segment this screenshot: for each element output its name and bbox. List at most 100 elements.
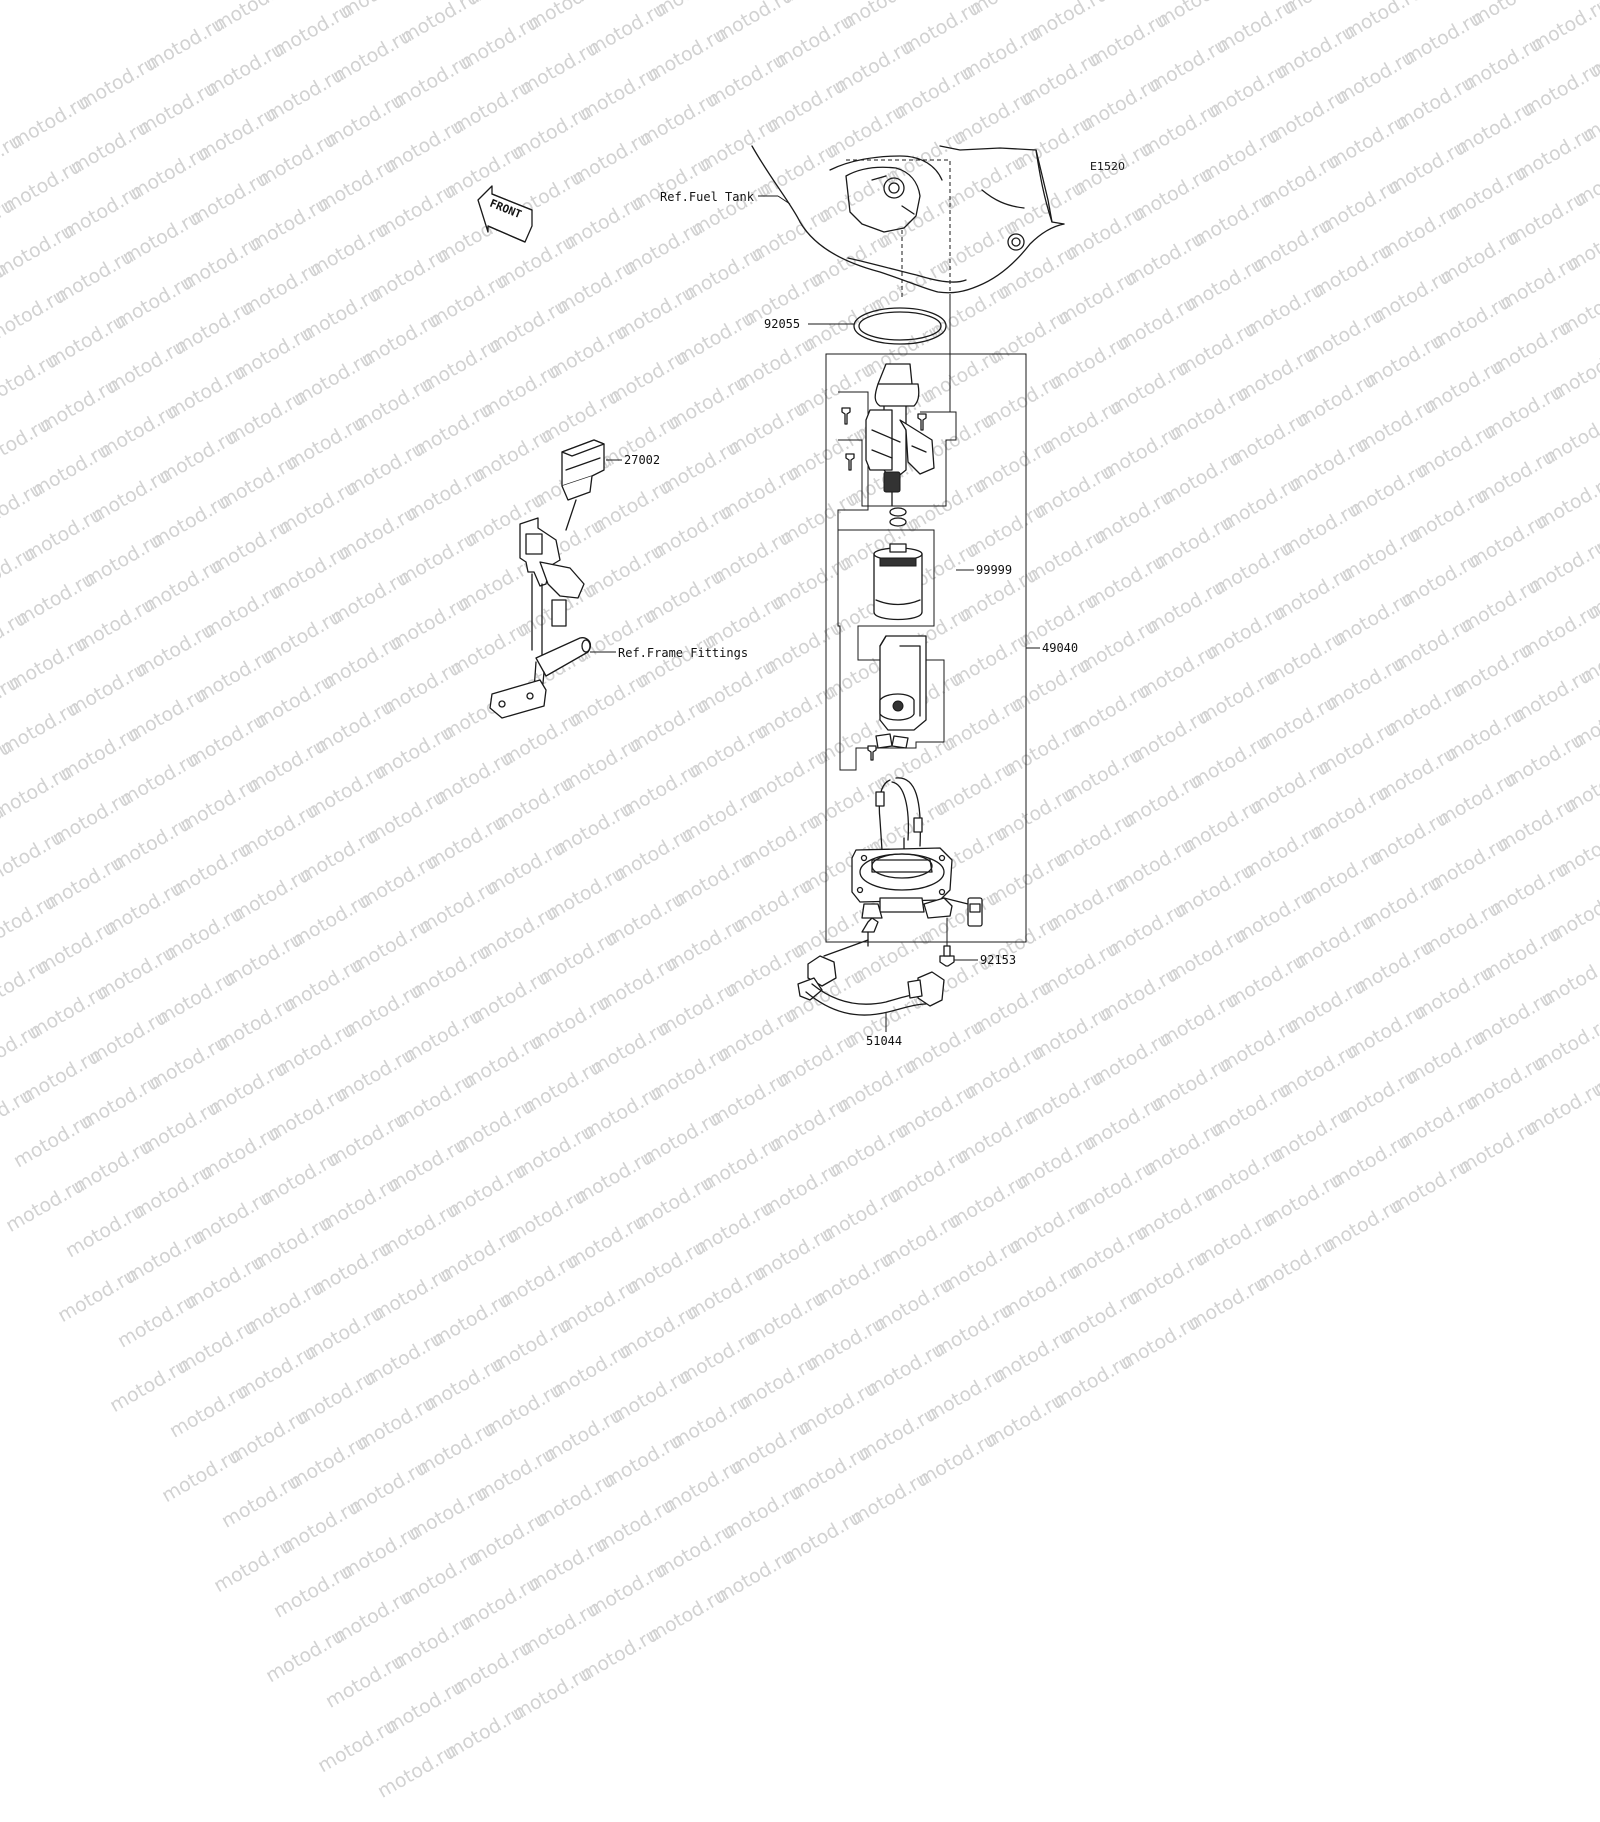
- watermark-text: motod.ru: [548, 1339, 634, 1402]
- watermark-text: motod.ru: [218, 1470, 304, 1533]
- seal-ring-lower: [890, 518, 906, 526]
- watermark-text: motod.ru: [397, 1547, 483, 1610]
- watermark-text: motod.ru: [1117, 1311, 1203, 1374]
- watermark-text: motod.ru: [293, 1366, 379, 1429]
- watermark-text: motod.ru: [106, 1354, 192, 1417]
- watermark-text: motod.ru: [472, 1443, 558, 1506]
- watermark-text: motod.ru: [982, 1389, 1068, 1452]
- watermark-text: motod.ru: [405, 1482, 491, 1545]
- watermark-text: motod.ru: [441, 1701, 527, 1764]
- watermark-text: motod.ru: [644, 1584, 730, 1647]
- watermark-text: motod.ru: [389, 1611, 475, 1674]
- watermark-text: motod.ru: [345, 1456, 431, 1519]
- watermark-text: motod.ru: [301, 1302, 387, 1365]
- watermark-text: motod.ru: [457, 1572, 543, 1635]
- watermark-text: motod.ru: [989, 1325, 1075, 1388]
- watermark-text: motod.ru: [937, 1235, 1023, 1298]
- watermark-text: motod.ru: [374, 1740, 460, 1803]
- watermark-text: motod.ru: [802, 1313, 888, 1376]
- watermark-text: motod.ru: [735, 1352, 821, 1415]
- watermark-text: motod.ru: [262, 1625, 348, 1688]
- watermark-text: motod.ru: [914, 1428, 1000, 1491]
- watermark-text: motod.ru: [532, 1469, 618, 1532]
- watermark-text: motod.ru: [1319, 1194, 1405, 1257]
- watermark-text: motod.ru: [465, 1508, 551, 1571]
- diagram-code: E1520: [1090, 160, 1125, 173]
- front-arrow-icon: FRONT: [478, 186, 532, 242]
- watermark-text: motod.ru: [659, 1455, 745, 1518]
- watermark-text: motod.ru: [270, 1560, 356, 1623]
- watermark-text: motod.ru: [382, 1676, 468, 1739]
- watermark-text: motod.ru: [719, 1481, 805, 1544]
- watermark-text: motod.ru: [361, 1327, 447, 1390]
- pump-upper-bracket: [866, 364, 934, 506]
- watermark-text: motod.ru: [787, 1442, 873, 1505]
- watermark-text: motod.ru: [997, 1260, 1083, 1323]
- watermark-text: motod.ru: [563, 1210, 649, 1273]
- watermark-text: motod.ru: [576, 1623, 662, 1686]
- watermark-text: motod.ru: [810, 1248, 896, 1311]
- watermark-text: motod.ru: [368, 1263, 454, 1326]
- watermark-text: motod.ru: [420, 1353, 506, 1416]
- watermark-text: motod.ru: [675, 1326, 761, 1389]
- watermark-text: motod.ru: [1184, 1272, 1270, 1335]
- part-51044-label[interactable]: 51044: [866, 1034, 902, 1048]
- watermark-text: motod.ru: [496, 1249, 582, 1312]
- watermark-text: motod.ru: [309, 1237, 395, 1300]
- watermark-text: motod.ru: [584, 1559, 670, 1622]
- watermark-text: motod.ru: [376, 1198, 462, 1261]
- part-27002-label[interactable]: 27002: [624, 453, 660, 467]
- watermark-text: motod.ru: [878, 1209, 964, 1272]
- fuel-pump-motor: [874, 544, 922, 620]
- watermark-text: motod.ru: [278, 1495, 364, 1558]
- watermark-text: motod.ru: [241, 1276, 327, 1339]
- frame-bracket: [490, 518, 590, 718]
- watermark-text: motod.ru: [1005, 1196, 1091, 1259]
- watermark-text: motod.ru: [330, 1586, 416, 1649]
- watermark-text: motod.ru: [210, 1534, 296, 1597]
- connector-cushion-27002: [562, 440, 604, 530]
- watermark-text: motod.ru: [337, 1521, 423, 1584]
- part-92055-label[interactable]: 92055: [764, 317, 800, 331]
- watermark-text: motod.ru: [623, 1236, 709, 1299]
- fuel-tank-outline: [752, 146, 1064, 300]
- fuel-hose-51044: [798, 940, 944, 1015]
- exploded-view-drawing: FRONT: [0, 0, 1600, 1200]
- watermark-text: motod.ru: [524, 1533, 610, 1596]
- watermark-text: motod.ru: [353, 1392, 439, 1455]
- o-ring-92055: [854, 308, 946, 344]
- watermark-text: motod.ru: [743, 1287, 829, 1350]
- watermark-text: motod.ru: [158, 1444, 244, 1507]
- watermark-text: motod.ru: [870, 1274, 956, 1337]
- watermark-text: motod.ru: [1125, 1247, 1211, 1310]
- ref-fuel-tank-label: Ref.Fuel Tank: [660, 190, 754, 204]
- watermark-text: motod.ru: [62, 1200, 148, 1263]
- watermark-text: motod.ru: [488, 1314, 574, 1377]
- watermark-text: motod.ru: [114, 1290, 200, 1353]
- watermark-text: motod.ru: [555, 1275, 641, 1338]
- watermark-text: motod.ru: [691, 1197, 777, 1260]
- watermark-text: motod.ru: [922, 1364, 1008, 1427]
- watermark-text: motod.ru: [285, 1431, 371, 1494]
- seal-ring-upper: [890, 508, 906, 516]
- watermark-text: motod.ru: [226, 1405, 312, 1468]
- watermark-text: motod.ru: [517, 1598, 603, 1661]
- pump-flange-base: [852, 848, 982, 946]
- watermark-text: motod.ru: [54, 1264, 140, 1327]
- part-92153-label[interactable]: 92153: [980, 953, 1016, 967]
- watermark-text: motod.ru: [750, 1222, 836, 1285]
- watermark-text: motod.ru: [795, 1377, 881, 1440]
- part-49040-label[interactable]: 49040: [1042, 641, 1078, 655]
- watermark-text: motod.ru: [1065, 1221, 1151, 1284]
- watermark-text: motod.ru: [1057, 1286, 1143, 1349]
- filter-screw: [868, 746, 876, 760]
- watermark-text: motod.ru: [122, 1225, 208, 1288]
- watermark-text: motod.ru: [249, 1212, 335, 1275]
- watermark-text: motod.ru: [166, 1380, 252, 1443]
- watermark-text: motod.ru: [1049, 1350, 1135, 1413]
- part-99999-label[interactable]: 99999: [976, 563, 1012, 577]
- watermark-text: motod.ru: [314, 1715, 400, 1778]
- watermark-text: motod.ru: [847, 1467, 933, 1530]
- watermark-text: motod.ru: [683, 1261, 769, 1324]
